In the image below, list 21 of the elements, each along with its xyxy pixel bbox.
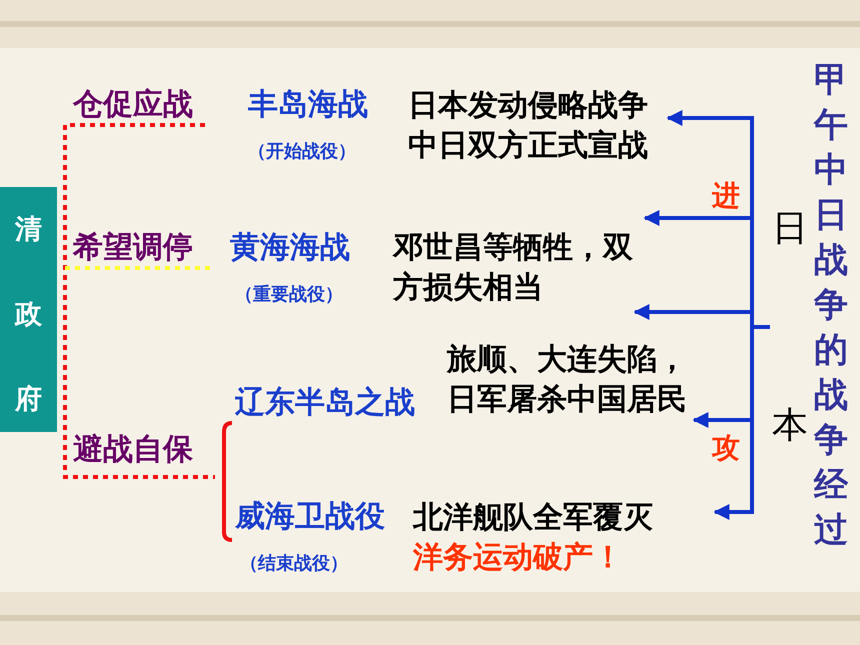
edge-label: 攻 [712, 432, 740, 464]
battle-name: 辽东半岛之战 [235, 384, 416, 422]
country-label: 日本 [770, 130, 810, 524]
policy-text: 避战自保 [73, 431, 194, 469]
policy-text: 希望调停 [73, 229, 194, 267]
battle-name: 丰岛海战 [248, 86, 369, 124]
event-text: 邓世昌等牺牲，双方损失相当 [393, 229, 634, 307]
title: 甲午中日战争的战争经过 [812, 59, 850, 552]
battle-name: 黄海海战 [230, 229, 351, 267]
stage-note: （重要战役） [235, 284, 343, 306]
conclusion-text: 洋务运动破产！ [413, 539, 624, 577]
event-text: 北洋舰队全军覆灭 [413, 499, 654, 537]
stage-note: （开始战役） [248, 141, 356, 163]
event-text: 日本发动侵略战争中日双方正式宣战 [408, 87, 649, 165]
battle-name: 威海卫战役 [235, 498, 386, 536]
stage-note: （结束战役） [240, 553, 348, 575]
edge-label: 进 [712, 180, 740, 212]
policy-text: 仓促应战 [73, 86, 194, 124]
arrow [713, 325, 770, 520]
government-box: 清政府 [0, 187, 57, 432]
event-text: 旅顺、大连失陷，日军屠杀中国居民 [447, 341, 688, 419]
